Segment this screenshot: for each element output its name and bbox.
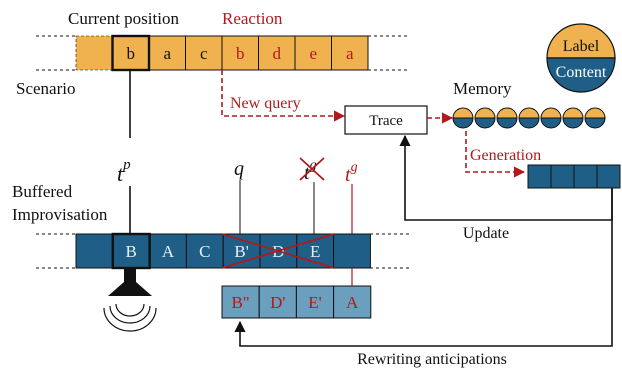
memory-bead-content (496, 117, 518, 129)
generated-cell (573, 164, 598, 189)
buffer-cell (149, 233, 187, 269)
memory-bead-label (474, 107, 496, 119)
rewrite-cell (295, 285, 335, 319)
legend-label-half (546, 23, 616, 59)
tp-label: tp (117, 157, 131, 186)
buffer-cell-label: B' (234, 242, 248, 261)
memory-bead-label (562, 107, 584, 119)
scenario-cell (331, 35, 369, 71)
memory-bead-content (474, 117, 496, 129)
generation-arrow (465, 131, 526, 178)
scenario-cell-label: a (346, 44, 354, 63)
rewrite-cell (258, 285, 297, 319)
scenario-cell-label: e (309, 44, 317, 63)
generated-cell (596, 164, 621, 189)
legend-content-half (546, 57, 616, 93)
generated-cell (527, 164, 552, 189)
scenario-cell-label: a (163, 44, 171, 63)
generated-segment (527, 164, 621, 189)
generated-cell (550, 164, 575, 189)
label-content-legend: Label Content (546, 23, 616, 93)
memory-bead-content (540, 117, 562, 129)
scenario-cell-label: b (127, 44, 136, 63)
scenario-label: Scenario (16, 79, 75, 98)
scenario-cell-label: d (273, 44, 282, 63)
buffer-cell (185, 233, 224, 269)
memory-bead-label (540, 107, 562, 119)
buffer-cell (333, 233, 371, 269)
scenario-cell (221, 35, 259, 71)
buffer-cell-label: B (126, 242, 137, 261)
buffer-cell (75, 233, 114, 269)
trace-box (344, 105, 428, 135)
legend-content-text: Content (556, 64, 607, 81)
current-position-label: Current position (68, 9, 179, 28)
buffer-cell-label: A (162, 242, 175, 261)
memory-bead-label (518, 107, 540, 119)
generation-label: Generation (470, 147, 541, 164)
scenario-cell (258, 35, 296, 71)
memory-bead-content (518, 117, 540, 129)
scenario-cell-label: c (200, 44, 208, 63)
scenario-cell (75, 35, 113, 71)
scenario-cell (294, 35, 332, 71)
scenario-cell-label: b (236, 44, 245, 63)
memory-bead-label (496, 107, 518, 119)
rewriting-arrow (234, 188, 613, 347)
new-query-label: New query (230, 95, 301, 112)
buffer-cell-label: C (199, 242, 210, 261)
rewrite-cell-label: E' (308, 293, 321, 312)
rewrite-cell (333, 285, 372, 319)
rewriting-label: Rewriting anticipations (357, 351, 507, 368)
improvisation-label: Improvisation (12, 205, 108, 224)
memory-bead-content (562, 117, 584, 129)
memory-bead-label (584, 107, 606, 119)
legend-label-text: Label (563, 38, 600, 55)
q-label: q (234, 158, 244, 180)
tg-label: tg (345, 160, 358, 186)
buffered-label: Buffered (12, 182, 73, 201)
buffer-cell-label: E (310, 242, 320, 261)
rewrite-row: B" D' E' A (221, 285, 372, 319)
speaker-icon (103, 268, 157, 332)
memory-sequence (452, 107, 606, 129)
reaction-label: Reaction (222, 9, 283, 28)
trace-label: Trace (369, 113, 403, 129)
rewrite-cell (221, 285, 260, 319)
rewrite-cell-label: B" (231, 293, 249, 312)
rewrite-cell-label: D' (270, 293, 285, 312)
crossed-tg-strike-2 (299, 157, 325, 181)
memory-label: Memory (453, 79, 512, 98)
scenario-cell (185, 35, 223, 71)
buffer-cancel-strike-2 (221, 233, 335, 269)
memory-bead-content (452, 117, 474, 129)
memory-bead-content (584, 117, 606, 129)
update-label: Update (463, 225, 509, 242)
memory-bead-label (452, 107, 474, 119)
rewrite-cell-label: A (346, 293, 359, 312)
